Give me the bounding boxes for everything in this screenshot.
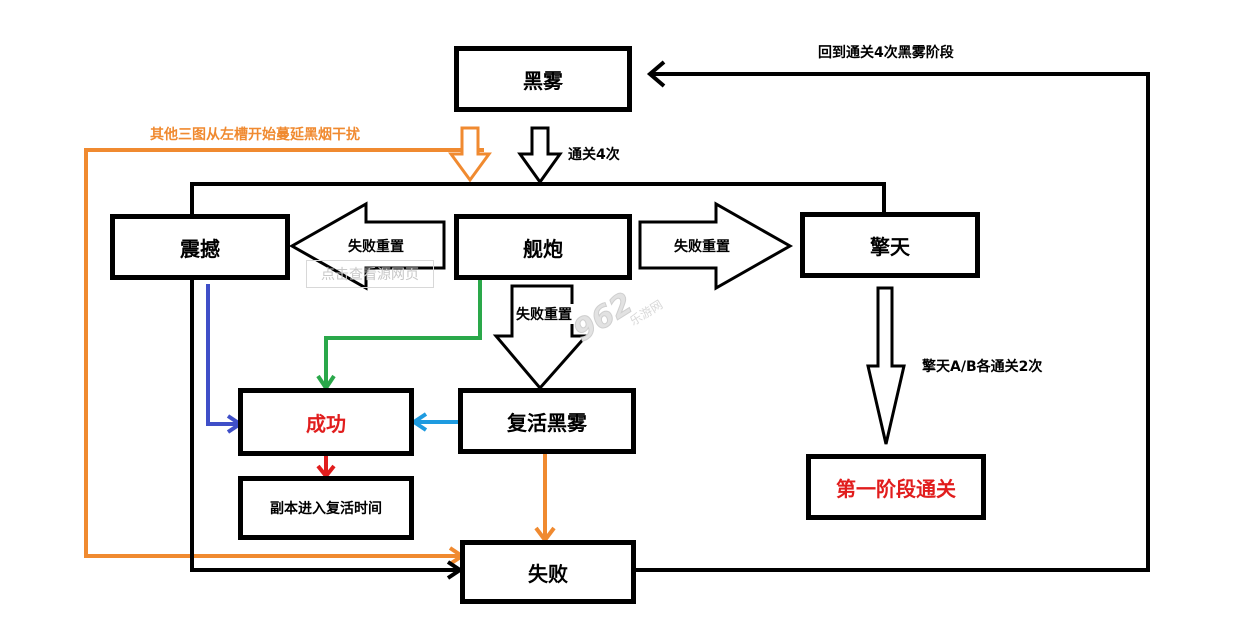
hollow-arrow-qingtian	[866, 286, 906, 445]
blue-line	[206, 284, 240, 426]
black-left-line	[190, 280, 460, 572]
node-qingtian: 擎天	[800, 212, 980, 278]
node-fuben-fuhuo: 副本进入复活时间	[238, 476, 414, 540]
return-line	[636, 72, 1150, 572]
hollow-arrow-right	[638, 201, 794, 291]
label-shibai-chongzhi-right: 失败重置	[674, 239, 730, 255]
cyan-arrowhead	[410, 412, 428, 432]
node-chenggong-label: 成功	[306, 411, 346, 436]
node-jianpao-label: 舰炮	[523, 236, 563, 261]
black-hollow-arrow-top	[517, 126, 563, 185]
node-zhenhan-label: 震撼	[180, 236, 220, 261]
node-jianpao: 舰炮	[454, 214, 632, 280]
node-fuhuo-heiwu-label: 复活黑雾	[507, 410, 587, 435]
top-bus-line	[190, 182, 886, 214]
hollow-arrow-down	[492, 284, 590, 391]
label-shibai-chongzhi-left: 失败重置	[348, 239, 404, 255]
label-qingtian-ab: 擎天A/B各通关2次	[922, 359, 1043, 375]
label-shibai-chongzhi-down: 失败重置	[514, 304, 574, 324]
node-heiwu-label: 黑雾	[523, 68, 563, 93]
node-fuhuo-heiwu: 复活黑雾	[458, 388, 636, 454]
node-diyi-jieduan: 第一阶段通关	[806, 454, 986, 520]
label-tongguan-4: 通关4次	[568, 147, 620, 163]
node-qingtian-label: 擎天	[870, 234, 910, 259]
label-huidao: 回到通关4次黑雾阶段	[818, 45, 954, 61]
node-shibai: 失败	[460, 540, 636, 604]
node-zhenhan: 震撼	[110, 214, 290, 280]
watermark-link: 点击查看源网页	[306, 260, 434, 288]
node-fuben-fuhuo-label: 副本进入复活时间	[270, 501, 382, 517]
label-qita-santu: 其他三图从左槽开始蔓延黑烟干扰	[150, 127, 360, 143]
green-line	[324, 280, 482, 388]
return-arrowhead	[646, 60, 666, 88]
orange-hollow-arrow	[448, 126, 492, 183]
node-chenggong: 成功	[238, 388, 414, 456]
node-heiwu: 黑雾	[454, 46, 632, 112]
node-shibai-label: 失败	[528, 561, 568, 586]
orange-loop-line	[84, 148, 484, 558]
node-diyi-jieduan-label: 第一阶段通关	[836, 476, 956, 501]
hollow-arrow-left	[288, 201, 446, 291]
